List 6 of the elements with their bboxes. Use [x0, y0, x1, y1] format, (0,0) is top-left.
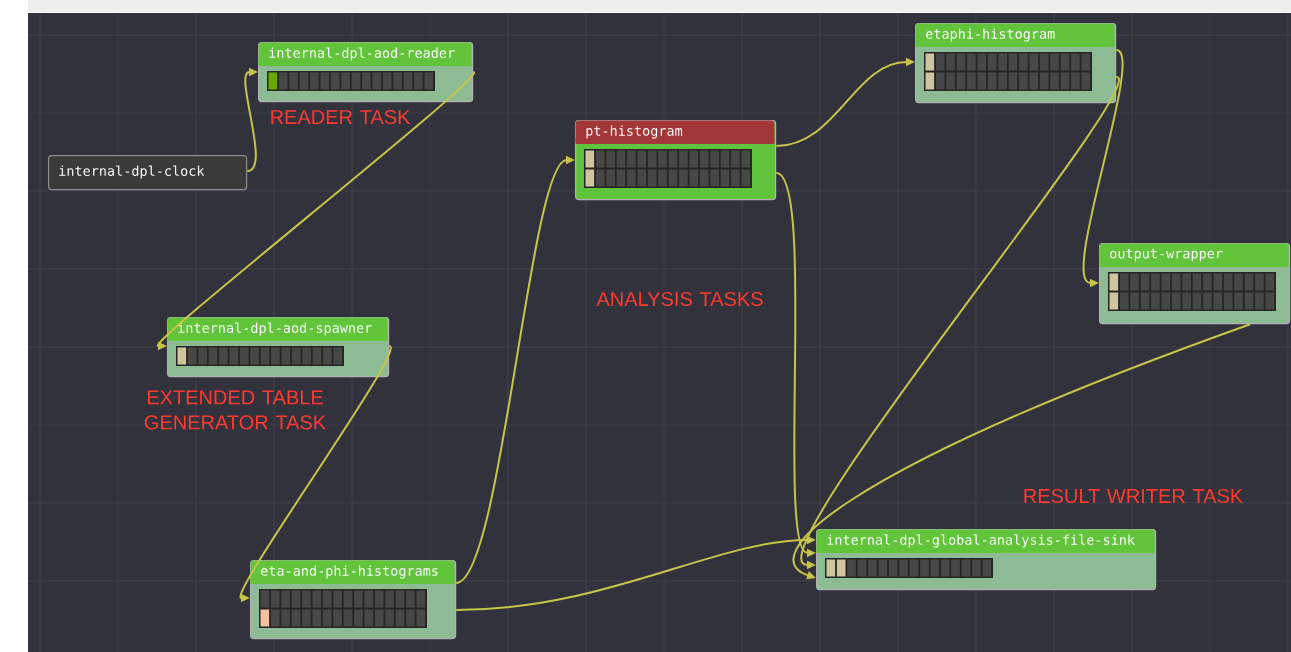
- task-label: EXTENDED TABLE GENERATOR TASK: [144, 390, 326, 430]
- task-label: RESULT WRITER TASK: [1024, 488, 1243, 504]
- arrow: [792, 323, 1252, 580]
- task-box: internal-dpl-clock: [48, 155, 248, 191]
- task-label: READER TASK: [271, 109, 411, 125]
- task-label: ANALYSIS TASKS: [596, 291, 763, 307]
